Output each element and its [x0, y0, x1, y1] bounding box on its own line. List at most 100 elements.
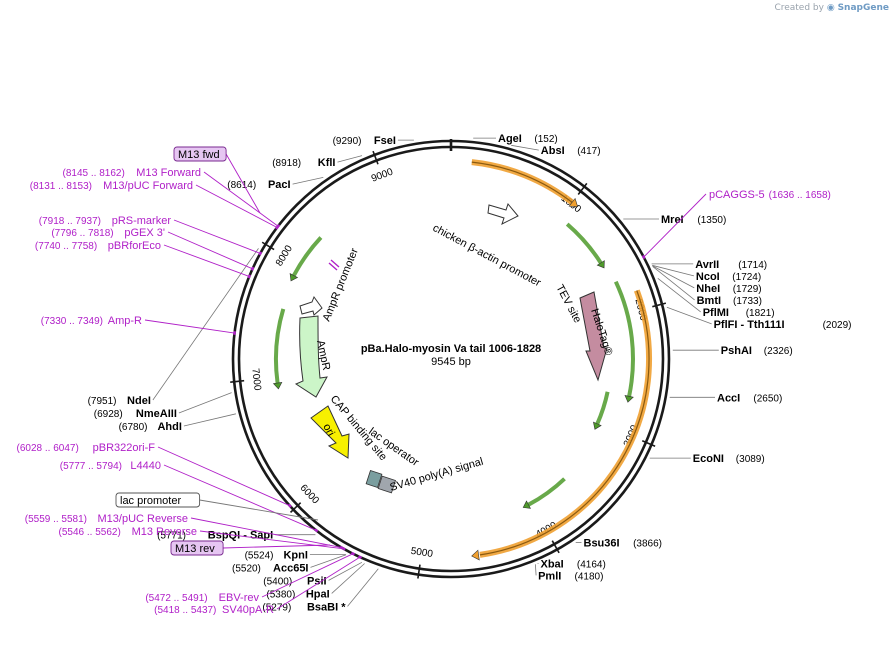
primers-layer: pCAGGS-5(1636 .. 1658) EBV-rev(5472 .. 54…: [17, 167, 831, 616]
site-psii[interactable]: PsiI(5400): [263, 561, 363, 587]
site-name: PacI: [268, 179, 291, 191]
site-kpni[interactable]: KpnI(5524): [245, 549, 346, 561]
site-kfli[interactable]: KflI(8918): [272, 155, 363, 170]
primer-l4440[interactable]: L4440(5777 .. 5794): [60, 460, 319, 533]
boxed-feature-lac-promoter[interactable]: lac promoter: [115, 492, 319, 521]
primer-leader-line: [276, 556, 361, 610]
site-pmli[interactable]: PmlI(4180): [535, 564, 603, 582]
primer-sv40pa-r[interactable]: SV40pA-R(5418 .. 5437): [154, 555, 362, 616]
primer-amp-r[interactable]: Amp-R(7330 .. 7349): [41, 315, 236, 335]
site-pflmi[interactable]: PflMI(1821): [657, 277, 775, 319]
brand-name: SnapGene: [837, 3, 889, 13]
primer-prs-marker[interactable]: pRS-marker(7918 .. 7937): [39, 215, 263, 256]
site-avrii[interactable]: AvrII(1714): [651, 259, 768, 271]
primer-position: (7740 .. 7758): [35, 241, 97, 252]
primer-position: (7796 .. 7818): [51, 228, 113, 239]
site-bmti[interactable]: BmtI(1733): [652, 266, 762, 307]
primer-binding-mark: [357, 555, 362, 559]
site-name: BmtI: [697, 295, 721, 307]
site-leader-line: [652, 265, 695, 289]
site-pflfi-tth111i[interactable]: PflFI - Tth111I(2029): [666, 306, 852, 331]
site-hpai[interactable]: HpaI(5380): [266, 563, 365, 601]
site-leader-line: [347, 568, 379, 607]
label-chicken-actin-promoter: chicken β-actin promoter: [431, 222, 543, 289]
site-name: NcoI: [696, 271, 720, 283]
site-position: (2326): [764, 346, 793, 357]
primer-m13-forward[interactable]: M13 Forward(8145 .. 8162): [63, 167, 281, 229]
site-bsu36i[interactable]: Bsu36I(3866): [575, 538, 662, 550]
site-nmeaiii[interactable]: NmeAIII(6928): [94, 392, 232, 420]
site-ahdi[interactable]: AhdI(6780): [119, 413, 236, 433]
primer-ebv-rev[interactable]: EBV-rev(5472 .. 5491): [145, 551, 356, 604]
primer-binding-mark: [641, 254, 646, 260]
site-bsabi[interactable]: BsaBI *(5279): [262, 568, 379, 614]
primer-pcaggs-5[interactable]: pCAGGS-5(1636 .. 1658): [641, 189, 831, 260]
brand-watermark: Created by ◉ SnapGene: [774, 3, 889, 13]
green-arrow-fwd-head-1: [624, 395, 634, 403]
boxed-feature-label: lac promoter: [120, 495, 181, 507]
orf-highlight-1: [479, 289, 653, 558]
site-position: (1724): [732, 272, 761, 283]
primer-leader-line: [261, 553, 354, 598]
site-leader-line: [666, 306, 712, 325]
tick-label-7000: 7000: [249, 368, 262, 392]
site-name: PflFI - Tth111I: [714, 319, 785, 331]
lac-operator-block: [365, 469, 383, 489]
boxed-feature-m13-fwd[interactable]: M13 fwd: [173, 146, 261, 214]
primer-name: pGEX 3': [124, 227, 165, 239]
site-name: NdeI: [127, 395, 151, 407]
site-ndei[interactable]: NdeI(7951): [88, 248, 259, 407]
boxed-feature-leader: [225, 153, 261, 214]
site-mrei[interactable]: MreI(1350): [623, 214, 726, 226]
primer-m13-puc-reverse[interactable]: M13/pUC Reverse(5559 .. 5581): [25, 513, 344, 550]
site-absi[interactable]: AbsI(417): [511, 144, 601, 157]
site-name: AbsI: [541, 145, 565, 157]
chicken-actin-arrow: [487, 202, 519, 225]
tick-label-6000: 6000: [298, 483, 322, 507]
site-ncoi[interactable]: NcoI (1724): [652, 264, 761, 283]
site-acci[interactable]: AccI(2650): [669, 392, 783, 404]
features-layer: [272, 159, 653, 561]
plasmid-backbone: [231, 139, 671, 579]
primer-position: (1636 .. 1658): [769, 190, 831, 201]
site-pshai[interactable]: PshAI(2326): [672, 345, 793, 357]
primer-name: Amp-R: [108, 315, 142, 327]
primer-m13-reverse[interactable]: M13 Reverse(5546 .. 5562): [59, 526, 346, 551]
site-paci[interactable]: PacI(8614): [227, 177, 324, 191]
primer-pbrforeco[interactable]: pBRforEco (7740 .. 7758): [35, 240, 252, 279]
site-fsei[interactable]: FseI(9290): [333, 135, 414, 147]
tick-6000: [289, 502, 302, 513]
primer-pbr322ori-f[interactable]: pBR322ori-F(6028 .. 6047): [17, 442, 292, 508]
primer-mark-inner-0: [330, 259, 340, 268]
primer-name: EBV-rev: [219, 592, 260, 604]
primer-binding-mark: [287, 503, 292, 508]
primer-name: pBRforEco: [108, 240, 161, 252]
site-leader-line: [652, 266, 695, 301]
label-ori: ori: [320, 422, 336, 438]
boxed-feature-m13-rev[interactable]: M13 rev: [170, 540, 331, 556]
primer-name: pBR322ori-F: [93, 442, 156, 454]
site-position: (1350): [697, 215, 726, 226]
site-econi[interactable]: EcoNI(3089): [649, 453, 765, 465]
site-xbai[interactable]: XbaI(4164): [537, 558, 606, 570]
plasmid-length: 9545 bp: [431, 356, 471, 368]
site-agei[interactable]: AgeI(152): [473, 133, 558, 145]
site-position: (1821): [746, 308, 775, 319]
primer-name: L4440: [130, 460, 161, 472]
primer-m13-puc-forward[interactable]: M13/pUC Forward(8131 .. 8153): [30, 180, 280, 230]
primer-mark-inner-1: [328, 262, 338, 271]
site-nhei[interactable]: NheI(1729): [652, 265, 762, 295]
site-acc65i[interactable]: Acc65I(5520): [232, 554, 347, 575]
tick-2000: [652, 302, 667, 308]
site-position: (5400): [263, 576, 292, 587]
site-leader-line: [183, 413, 236, 427]
primer-binding-mark: [250, 266, 255, 271]
site-position: (1714): [738, 260, 767, 271]
green-arrow-fwd-0: [565, 222, 603, 264]
primer-leader-line: [173, 219, 261, 254]
primer-pgex-3[interactable]: pGEX 3' (7796 .. 7818): [51, 227, 255, 271]
site-leader-line: [337, 155, 363, 163]
site-name: Acc65I: [273, 562, 308, 574]
primer-name: pRS-marker: [112, 215, 172, 227]
site-name: KpnI: [283, 549, 307, 561]
